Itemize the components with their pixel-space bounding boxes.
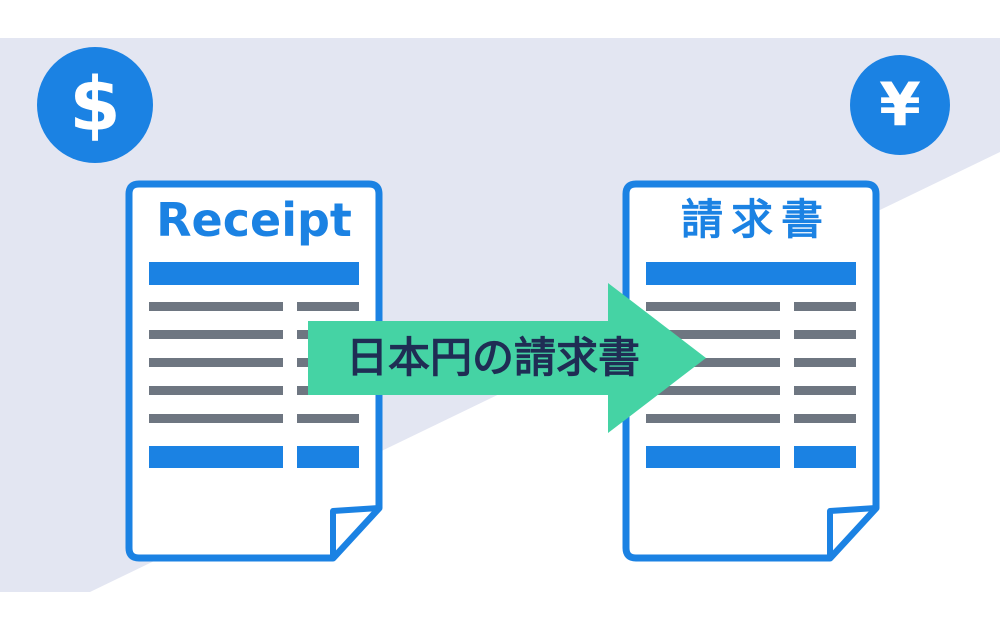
doc-line: [646, 414, 780, 423]
doc-line: [794, 330, 856, 339]
arrow-label: 日本円の請求書: [345, 333, 640, 382]
document-title: Receipt: [156, 193, 352, 247]
doc-line: [297, 414, 359, 423]
doc-line: [794, 302, 856, 311]
doc-line: [149, 414, 283, 423]
doc-line: [297, 302, 359, 311]
doc-line: [646, 302, 780, 311]
doc-line: [149, 358, 283, 367]
dollar-icon: $: [69, 62, 121, 148]
total-amount-bar: [297, 446, 359, 468]
doc-line: [794, 358, 856, 367]
doc-line: [794, 386, 856, 395]
invoice-document-jpy: 請求書: [622, 180, 880, 562]
total-bar: [149, 446, 283, 468]
total-bar: [646, 446, 780, 468]
document-title: 請求書: [681, 195, 831, 244]
header-bar: [646, 262, 856, 285]
folded-corner-icon: [827, 505, 879, 561]
header-bar: [149, 262, 359, 285]
conversion-arrow-icon: [308, 283, 706, 433]
doc-line: [646, 386, 780, 395]
dollar-badge: $: [37, 47, 153, 163]
doc-line: [149, 302, 283, 311]
arrow-shape: [308, 283, 706, 433]
doc-line: [149, 330, 283, 339]
folded-corner-icon: [330, 505, 382, 561]
yen-icon: ¥: [879, 70, 921, 140]
total-amount-bar: [794, 446, 856, 468]
yen-badge: ¥: [850, 55, 950, 155]
doc-line: [646, 330, 780, 339]
doc-line: [646, 358, 780, 367]
doc-line: [794, 414, 856, 423]
doc-line: [149, 386, 283, 395]
